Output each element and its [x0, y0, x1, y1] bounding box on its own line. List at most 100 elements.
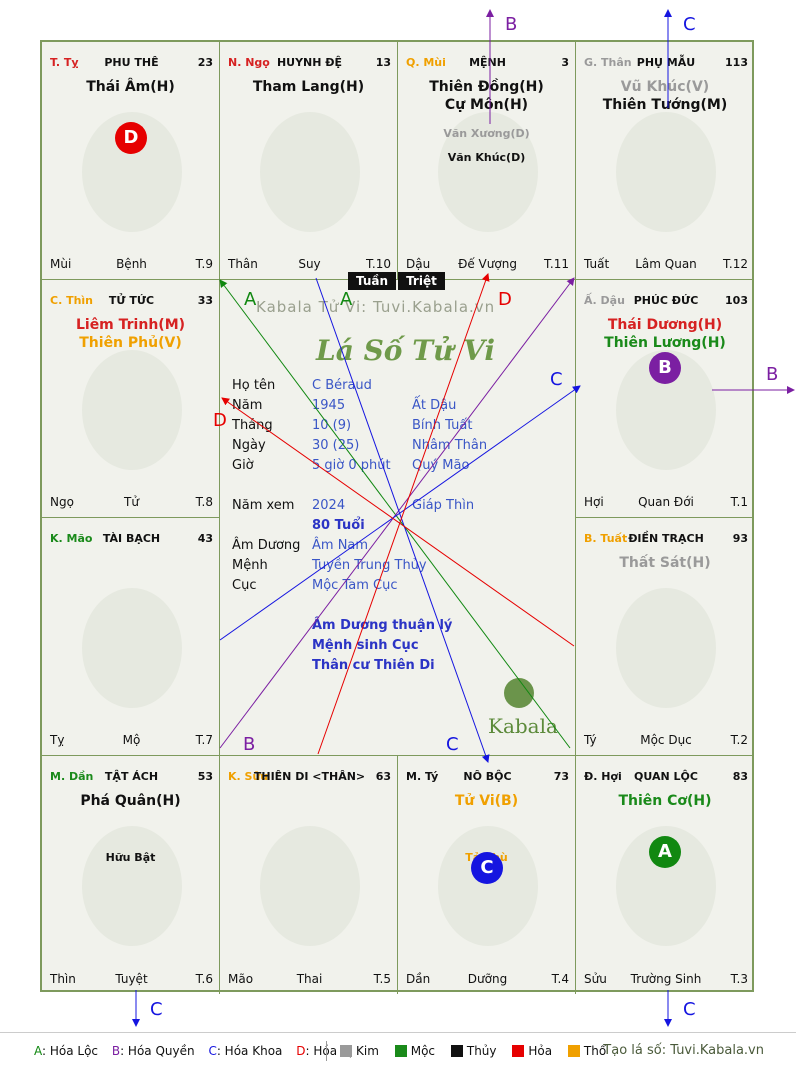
palace-header: N. Ngọ HUYNH ĐỆ 13 — [228, 56, 391, 70]
palace-footer-branch: Tuất — [584, 257, 610, 271]
legend-hoa-item: A: Hóa Lộc — [34, 1044, 102, 1058]
info-label: Cục — [232, 578, 257, 593]
info-can-chi: Nhâm Thân — [412, 438, 488, 453]
palace-cell: M. Dần TẬT ÁCH 53 Phá Quân(H) Hữu Bật Thì… — [42, 756, 220, 994]
info-label: Giờ — [232, 458, 254, 473]
legend-hoa-text: : Hóa Quyền — [120, 1044, 195, 1058]
label-b-1: B — [505, 14, 517, 35]
palace-name: TỬ TỨC — [108, 294, 155, 307]
palace-footer-month: T.10 — [366, 257, 391, 271]
label-c-5: C — [683, 999, 696, 1020]
legend-element-item: Hỏa — [512, 1044, 556, 1058]
palace-cell: G. Thân PHỤ MẪU 113 Vũ Khúc(V) Thiên Tướn… — [576, 42, 754, 280]
palace-footer-branch: Tý — [584, 733, 597, 747]
palace-footer-month: T.12 — [723, 257, 748, 271]
palace-footer-branch: Mùi — [50, 257, 72, 271]
palace-number: 103 — [725, 294, 748, 307]
palace-footer-branch: Mão — [228, 972, 254, 986]
legend-hoa-item: B: Hóa Quyền — [112, 1044, 199, 1058]
palace-branch: K. Sửu — [228, 770, 269, 783]
main-stars: Tham Lang(H) — [220, 78, 397, 96]
palace-footer-stage: Quan Đới — [638, 495, 694, 509]
palace-footer-month: T.2 — [730, 733, 748, 747]
palace-number: 53 — [197, 770, 213, 783]
palace-name: TẬT ÁCH — [104, 770, 159, 783]
legend-bar: A: Hóa Lộc B: Hóa Quyền C: Hóa Khoa D: H… — [0, 1032, 796, 1071]
info-value: Mộc Tam Cục — [312, 578, 398, 593]
chart-board: T. Tỵ PHU THÊ 23 Thái Âm(H)D Mùi Bệnh T.… — [40, 40, 754, 994]
palace-name: ĐIỀN TRẠCH — [628, 532, 704, 545]
palace-footer-branch: Thân — [228, 257, 258, 271]
legend-elements: Kim Mộc Thủy Hỏa Thổ — [340, 1044, 618, 1058]
info-value: 10 (9) — [312, 418, 352, 433]
main-star: Vũ Khúc(V) — [620, 79, 710, 95]
legend-hoa-text: : Hóa Lộc — [42, 1044, 99, 1058]
palace-name: NÔ BỘC — [463, 770, 512, 783]
info-value: 2024 — [312, 498, 346, 513]
main-star: Thiên Cơ(H) — [618, 793, 712, 809]
palace-header: Đ. Hợi QUAN LỘC 83 — [584, 770, 748, 784]
kabala-logo-icon — [504, 678, 534, 708]
brand-text: Kabala — [488, 714, 558, 738]
chart-note: Âm Dương thuận lý — [312, 618, 453, 633]
palace-footer-stage: Trường Sinh — [630, 972, 702, 986]
palace-number: 93 — [732, 532, 748, 545]
palace-footer-month: T.4 — [551, 972, 569, 986]
palace-footer-stage: Tuyệt — [115, 972, 148, 986]
palace-footer-branch: Hợi — [584, 495, 604, 509]
main-stars: Thiên Đồng(H)Cự Môn(H) — [398, 78, 575, 114]
legend-hoa-text: : Hóa Khoa — [216, 1044, 283, 1058]
palace-header: M. Tý NÔ BỘC 73 — [406, 770, 569, 784]
hoa-marker: C — [471, 852, 503, 884]
legend-hoa-key: A — [34, 1044, 42, 1058]
palace-cell: T. Tỵ PHU THÊ 23 Thái Âm(H)D Mùi Bệnh T.… — [42, 42, 220, 280]
main-stars: Phá Quân(H) — [42, 792, 219, 810]
palace-cell: Đ. Hợi QUAN LỘC 83 Thiên Cơ(H)A Sửu Trườ… — [576, 756, 754, 994]
main-stars: Thất Sát(H) — [576, 554, 754, 572]
center-info-panel: Kabala Tử Vi: Tuvi.Kabala.vn Lá Số Tử Vi… — [220, 280, 576, 756]
palace-header: Ấ. Dậu PHÚC ĐỨC 103 — [584, 294, 748, 308]
main-stars: Thái Âm(H) — [42, 78, 219, 96]
palace-footer-month: T.1 — [730, 495, 748, 509]
palace-branch: G. Thân — [584, 56, 632, 69]
palace-footer-branch: Dần — [406, 972, 431, 986]
palace-branch: C. Thìn — [50, 294, 94, 307]
info-label: Âm Dương — [232, 538, 301, 553]
legend-element-item: Thủy — [450, 1044, 500, 1058]
palace-branch: K. Mão — [50, 532, 93, 545]
palace-footer-month: T.7 — [195, 733, 213, 747]
palace-number: 33 — [197, 294, 213, 307]
palace-header: M. Dần TẬT ÁCH 53 — [50, 770, 213, 784]
palace-cell: C. Thìn TỬ TỨC 33 Liêm Trinh(M)Thiên Phủ… — [42, 280, 220, 518]
site-credit: Tạo lá số: Tuvi.Kabala.vn — [603, 1043, 764, 1058]
element-swatch-icon — [567, 1045, 580, 1057]
palace-header: K. Mão TÀI BẠCH 43 — [50, 532, 213, 546]
main-star: Phá Quân(H) — [80, 793, 181, 809]
chart-note: Thân cư Thiên Di — [312, 658, 435, 673]
palace-branch: N. Ngọ — [228, 56, 270, 69]
palace-name: PHỤ MẪU — [636, 56, 696, 69]
chart-note: Mệnh sinh Cục — [312, 638, 419, 653]
palace-footer-month: T.5 — [373, 972, 391, 986]
minor-star: Hữu Bật — [105, 851, 156, 864]
legend-element-text: Thổ — [583, 1044, 607, 1058]
palace-cell: K. Sửu THIÊN DI <THÂN> 63 Mão Thai T.5 — [220, 756, 398, 994]
element-swatch-icon — [394, 1045, 407, 1057]
info-value: Tuyền Trung Thủy — [312, 558, 427, 573]
hoa-marker: B — [649, 352, 681, 384]
info-label: Năm — [232, 398, 263, 413]
palace-number: 113 — [725, 56, 748, 69]
palace-footer-stage: Mộ — [122, 733, 141, 747]
info-can-chi: Quý Mão — [412, 458, 470, 473]
zodiac-watermark-icon — [616, 112, 716, 232]
legend-element-text: Kim — [356, 1044, 379, 1058]
main-star: Thái Dương(H) — [607, 317, 723, 333]
info-label: Ngày — [232, 438, 266, 453]
palace-branch: T. Tỵ — [50, 56, 79, 69]
legend-element-text: Thủy — [466, 1044, 497, 1058]
main-stars: Thái Dương(H)Thiên Lương(H) — [576, 316, 754, 352]
zodiac-watermark-icon — [260, 826, 360, 946]
palace-footer-branch: Thìn — [50, 972, 76, 986]
main-star: Thiên Tướng(M) — [602, 97, 728, 113]
info-label: Tháng — [232, 418, 273, 433]
